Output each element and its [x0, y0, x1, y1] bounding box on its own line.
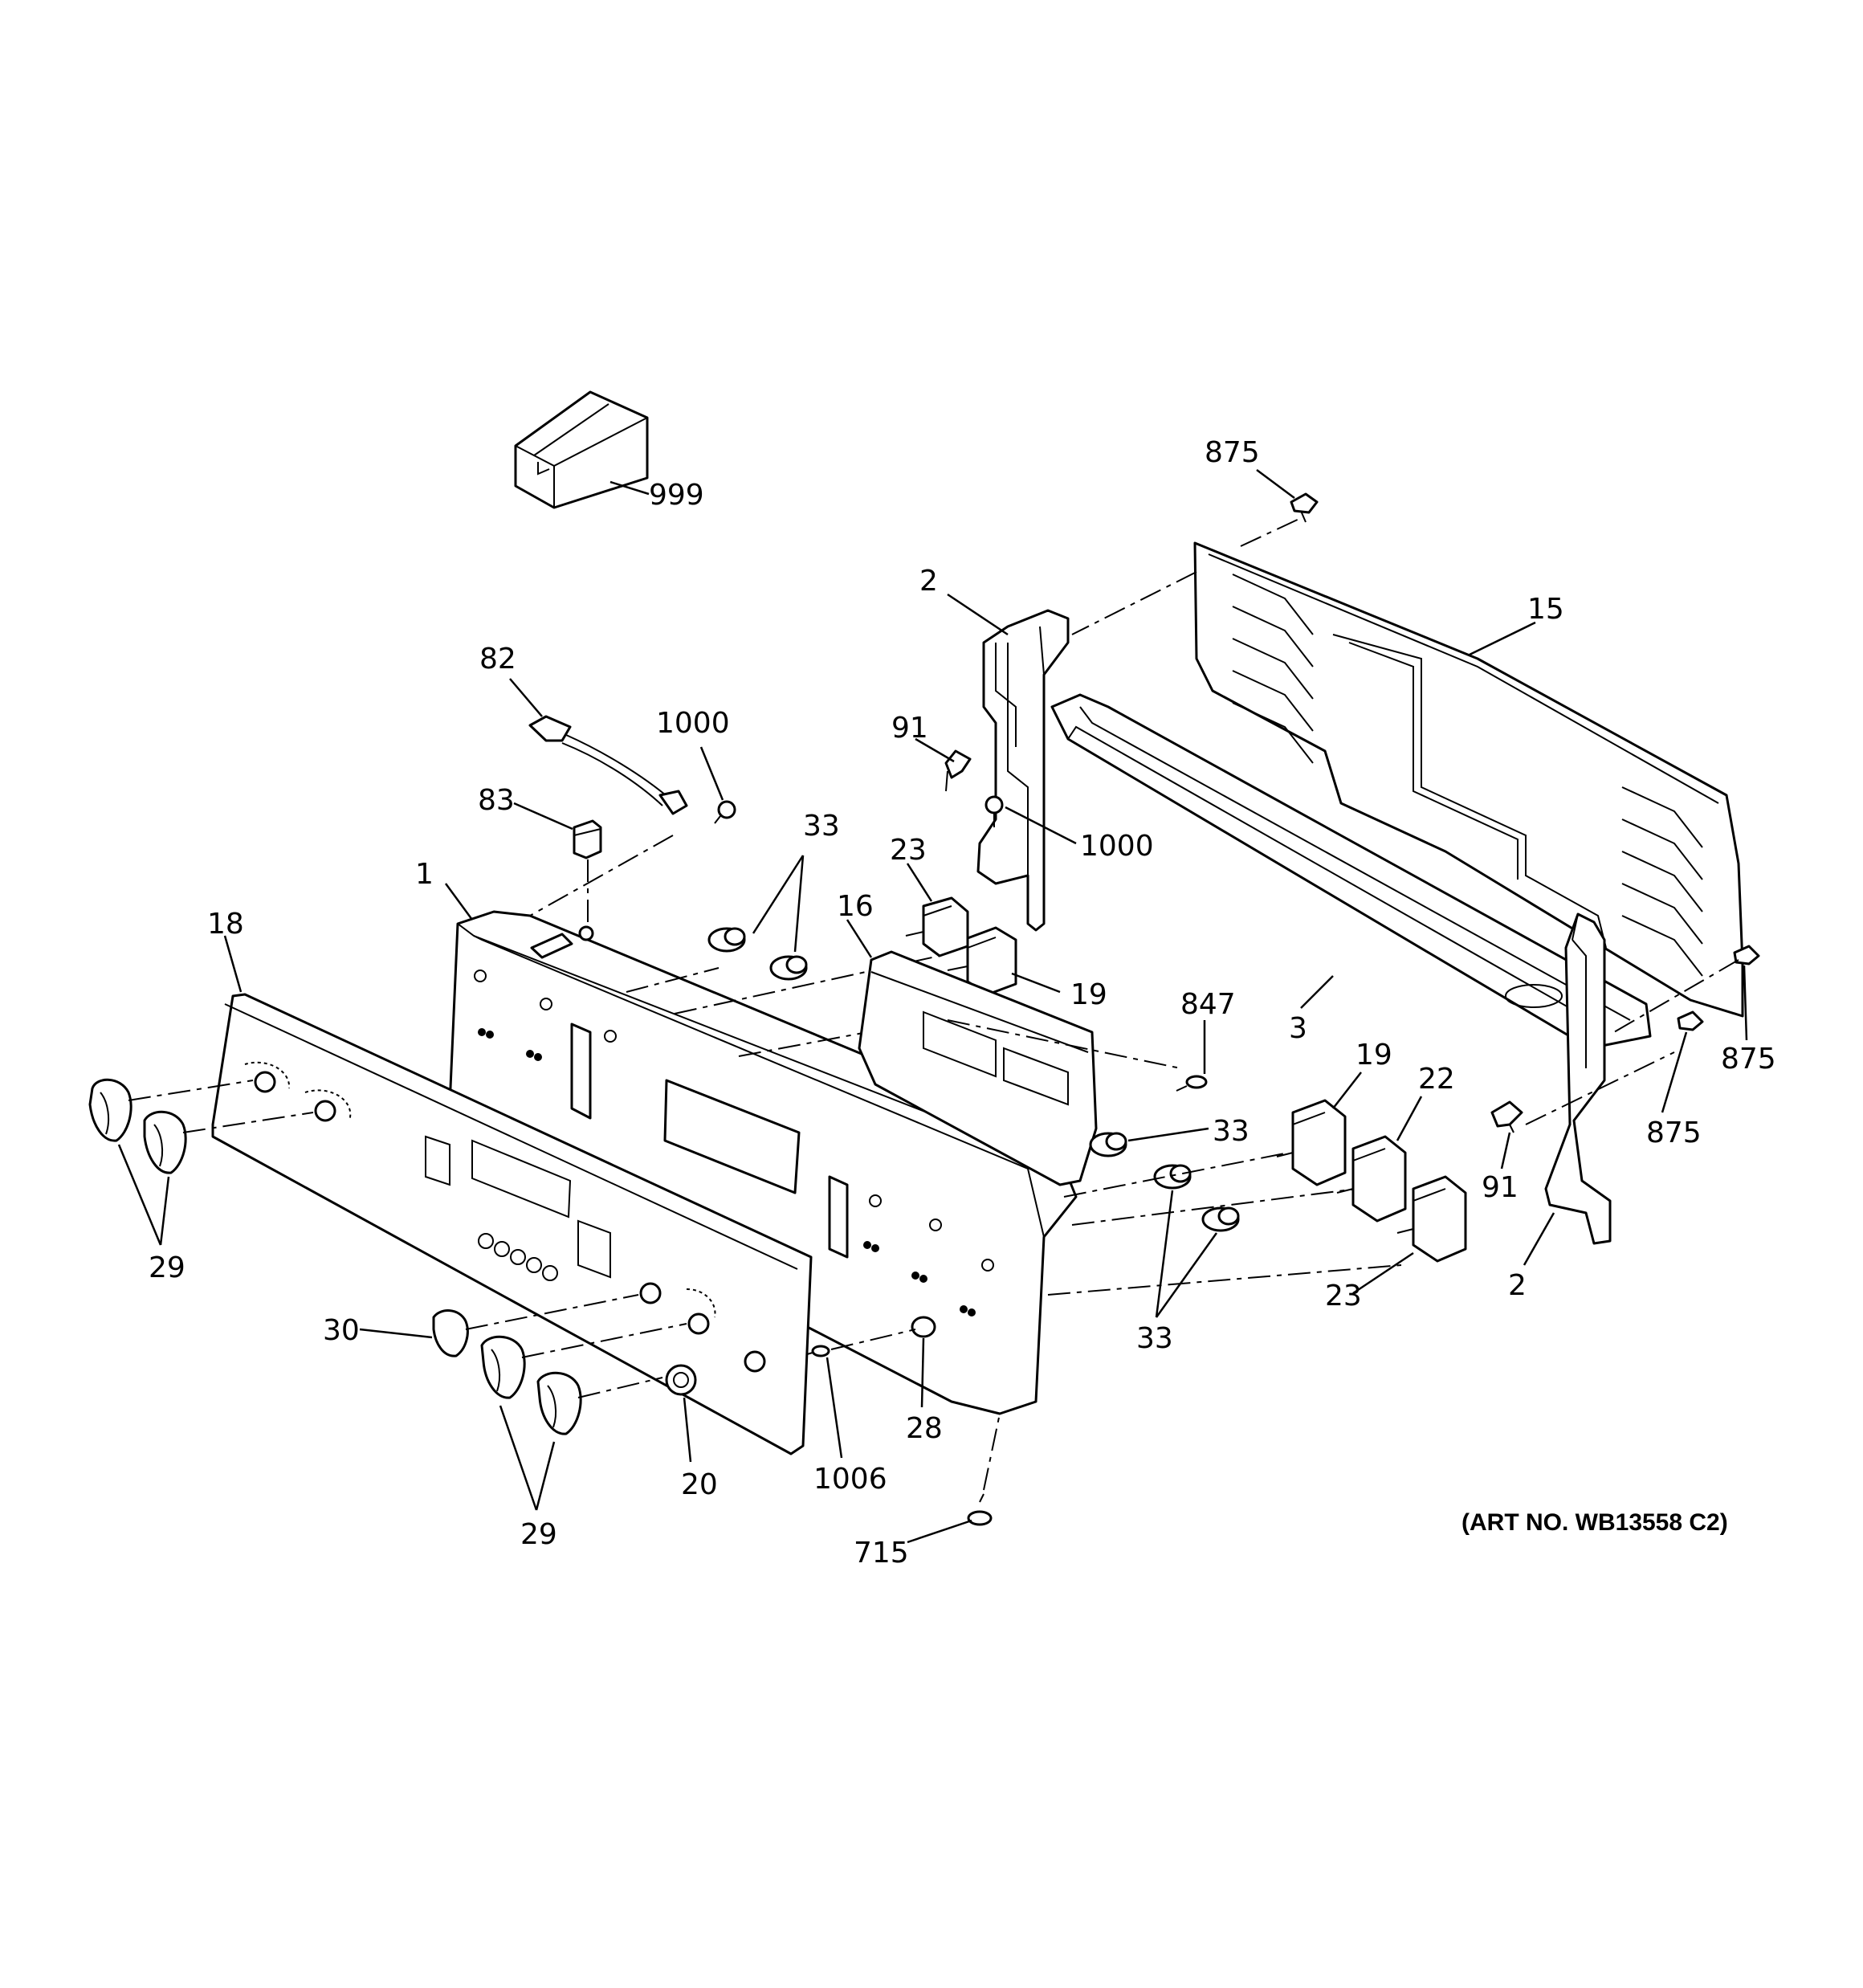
part-715-screw: [967, 1493, 993, 1526]
callout-1: 1: [415, 858, 434, 891]
callout-18: 18: [207, 908, 244, 941]
part-30-knob: [432, 1309, 469, 1357]
callout-28: 28: [906, 1412, 943, 1445]
callout-875-top: 875: [1205, 436, 1260, 469]
part-20-knob-ring: [665, 1364, 697, 1396]
callout-1000-left: 1000: [656, 707, 730, 740]
callout-29-left: 29: [149, 1251, 185, 1284]
callout-1006: 1006: [813, 1463, 887, 1496]
callout-3: 3: [1289, 1012, 1307, 1045]
part-91-clip-left: [944, 749, 972, 792]
callout-23-right: 23: [1325, 1280, 1362, 1312]
part-1006-screw: [806, 1345, 830, 1357]
callout-23-top: 23: [890, 834, 927, 867]
callout-91-right: 91: [1482, 1171, 1519, 1204]
part-2-side-bracket-left: [976, 609, 1070, 932]
callout-2-right: 2: [1508, 1269, 1527, 1302]
callout-labels: 999 875 15 2 82 1000 91 1000 83 33 23 1 …: [149, 436, 1776, 1570]
part-23-switch-top: [905, 896, 969, 957]
part-82-wire-harness: [528, 715, 688, 815]
part-91-clip-right: [1490, 1100, 1523, 1133]
part-22-switch: [1336, 1135, 1407, 1223]
part-1000-screw-left: [714, 800, 736, 824]
callout-20: 20: [681, 1468, 718, 1501]
part-875-screw-right-b: [1677, 1010, 1704, 1031]
callout-22: 22: [1418, 1063, 1455, 1096]
part-33-shaft-right-b: [1153, 1164, 1192, 1190]
part-18-front-control-panel: [211, 993, 813, 1455]
callout-715: 715: [854, 1537, 909, 1570]
art-number: (ART NO. WB13558 C2): [1461, 1509, 1728, 1536]
callout-16: 16: [837, 890, 874, 923]
part-3-channel: [1050, 693, 1652, 1050]
callout-83: 83: [478, 784, 515, 817]
part-29-knob-left-b: [143, 1110, 187, 1174]
callout-82: 82: [479, 643, 516, 676]
part-33-shaft-right-a: [1089, 1132, 1127, 1157]
part-1000-screw-right: [984, 795, 1004, 827]
part-28-light: [911, 1316, 936, 1338]
part-29-knob-bottom-a: [480, 1335, 526, 1399]
callout-2-top: 2: [919, 565, 938, 598]
part-33-shaft-right-c: [1201, 1206, 1240, 1232]
part-999-box: [514, 390, 649, 509]
callout-19-right: 19: [1355, 1039, 1392, 1072]
callout-91-top: 91: [891, 712, 928, 745]
callout-999: 999: [649, 479, 704, 512]
callout-29-bottom: 29: [520, 1518, 557, 1551]
callout-33-bottom: 33: [1136, 1322, 1173, 1355]
part-2-side-bracket-right: [1544, 912, 1612, 1245]
part-19-switch-right: [1276, 1099, 1347, 1186]
part-875-screw-top: [1290, 492, 1319, 523]
part-29-knob-left-a: [88, 1078, 132, 1142]
part-23-switch-right: [1396, 1175, 1467, 1263]
callout-1000-right: 1000: [1080, 830, 1154, 863]
part-33-shaft-top-a: [707, 927, 746, 953]
part-16-control-board: [858, 950, 1098, 1186]
part-29-knob-bottom-b: [536, 1371, 582, 1435]
callout-15: 15: [1527, 593, 1564, 626]
callout-875-right-a: 875: [1721, 1043, 1776, 1076]
callout-30: 30: [323, 1314, 360, 1347]
part-33-shaft-top-b: [769, 955, 808, 981]
part-15-backguard-panel: [1193, 541, 1744, 1018]
callout-33-right: 33: [1213, 1115, 1249, 1148]
part-1-control-housing: [444, 910, 1078, 1415]
part-847-screw: [1176, 1075, 1208, 1092]
callout-847: 847: [1180, 988, 1236, 1021]
callout-19-top: 19: [1070, 978, 1107, 1011]
part-83-plug: [573, 819, 602, 859]
callout-33-top: 33: [803, 810, 840, 843]
callout-875-right-b: 875: [1646, 1116, 1702, 1149]
